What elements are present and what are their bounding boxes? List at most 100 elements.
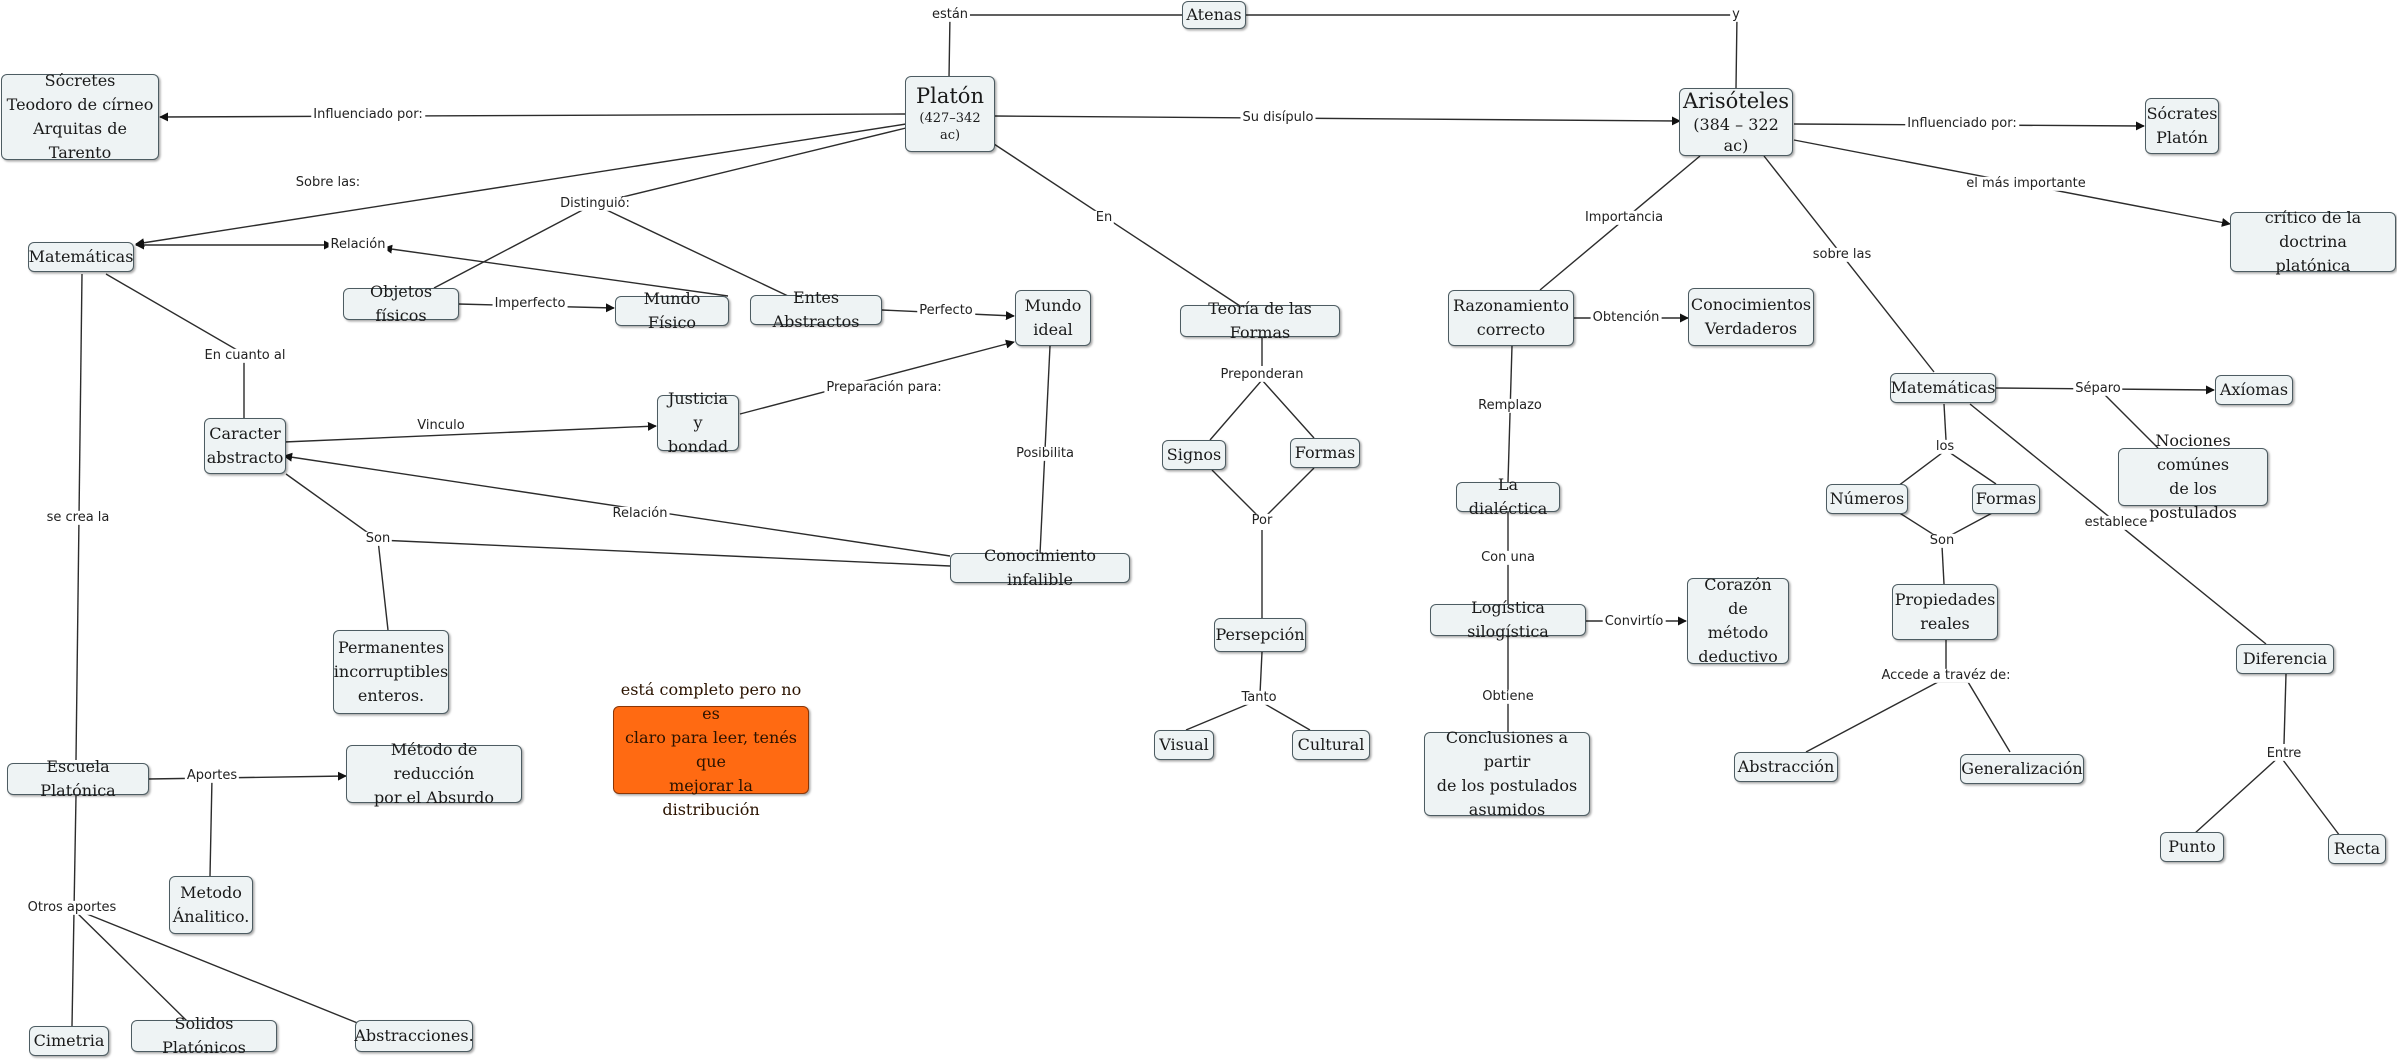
edge-platon-socrates <box>159 112 907 122</box>
edge-accede-abstraccion-generalizacion <box>1805 681 2011 753</box>
edge-platon-atenas <box>948 14 1182 79</box>
link-label-obtiene: Obtiene <box>1480 688 1536 705</box>
node-razonamiento[interactable]: Razonamiento correcto <box>1448 290 1574 346</box>
link-label-importancia: Importancia <box>1582 209 1666 226</box>
node-persepcion[interactable]: Persepción <box>1214 618 1306 652</box>
edge-matematicas-los <box>1943 403 1947 441</box>
node-socrates-right[interactable]: Sócrates Platón <box>2145 98 2219 154</box>
edge-distinguio-entes <box>593 203 789 297</box>
link-label-remplazo: Remplazo <box>1476 397 1544 414</box>
edge-otros-solidos <box>71 907 189 1023</box>
node-logistica[interactable]: Logística silogística <box>1430 598 1586 641</box>
edge-aristoteles-matematicas <box>1763 155 1935 373</box>
edge-conocimiento-caracter <box>283 452 951 557</box>
edge-entre-punto-recta <box>2193 754 2341 837</box>
node-cultural[interactable]: Cultural <box>1292 730 1370 760</box>
node-signos[interactable]: Signos <box>1162 440 1226 470</box>
node-punto[interactable]: Punto <box>2160 832 2224 862</box>
node-recta[interactable]: Recta <box>2328 834 2386 864</box>
node-socrates-left[interactable]: Sócretes Teodoro de círneo Arquitas de T… <box>1 71 159 162</box>
node-aristoteles-dates: (384 – 322 ac) <box>1693 114 1779 155</box>
edge-mundo-fisico-relacion <box>383 244 729 297</box>
node-matematicas-right[interactable]: Matemáticas <box>1890 373 1996 403</box>
edge-platon-aristoteles <box>993 115 1681 126</box>
link-label-relacion-top: Relación <box>328 236 388 253</box>
node-metodo-analitico[interactable]: Metodo Ánalitico. <box>169 876 253 934</box>
node-aristoteles[interactable]: Arisóteles (384 – 322 ac) <box>1679 88 1793 156</box>
edge-platon-distinguio <box>593 127 907 205</box>
node-numeros[interactable]: Números <box>1826 484 1908 514</box>
node-formas-mid[interactable]: Formas <box>1290 438 1360 468</box>
node-nociones[interactable]: Nociones comúnes de los postulados <box>2118 431 2268 522</box>
edge-son-propiedades <box>1941 545 1945 585</box>
node-justicia[interactable]: Justicia y bondad <box>657 389 739 456</box>
edge-caracter-justicia <box>283 421 657 443</box>
node-diferencia[interactable]: Diferencia <box>2236 644 2334 674</box>
link-label-perfecto: Perfecto <box>917 302 975 319</box>
edge-justicia-mundoideal <box>739 339 1015 415</box>
node-abstracciones[interactable]: Abstracciones. <box>354 1020 474 1052</box>
node-conocimientos-verdaderos[interactable]: Conocimientos Verdaderos <box>1688 288 1814 346</box>
edge-diferencia-entre <box>2283 673 2287 745</box>
edge-distinguio-objetos <box>433 203 595 289</box>
link-label-vinculo: Vinculo <box>415 417 467 434</box>
link-label-entre: Entre <box>2264 745 2304 762</box>
link-label-los: los <box>1933 438 1957 455</box>
node-conocimiento-infalible[interactable]: Conocimiento infalible <box>950 546 1130 589</box>
link-label-el-mas-importante: el más importante <box>1964 175 2088 192</box>
node-visual[interactable]: Visual <box>1154 730 1214 760</box>
node-teoria-formas[interactable]: Teoría de las Formas <box>1180 299 1340 342</box>
link-label-en: En <box>1093 209 1115 226</box>
node-objetos-fisicos[interactable]: Objetos físicos <box>343 282 459 325</box>
node-propiedades[interactable]: Propiedades reales <box>1892 584 1998 640</box>
node-cimetria[interactable]: Cimetria <box>29 1026 109 1056</box>
node-dialectica[interactable]: La dialéctica <box>1456 475 1560 518</box>
node-critico[interactable]: crítico de la doctrina platónica <box>2230 208 2396 275</box>
node-escuela[interactable]: Escuela Platónica <box>7 757 149 800</box>
link-label-establece: establece <box>2082 514 2150 531</box>
node-axiomas[interactable]: Axíomas <box>2215 375 2293 405</box>
edge-platon-teoria <box>993 143 1241 307</box>
node-abstraccion[interactable]: Abstracción <box>1734 752 1838 782</box>
edge-razonamiento-dialectica <box>1507 345 1513 483</box>
link-label-preponderan: Preponderan <box>1218 366 1306 383</box>
link-label-su-discipulo: Su disípulo <box>1240 109 1316 126</box>
node-nota-revision[interactable]: está completo pero no es claro para leer… <box>613 680 809 819</box>
link-label-sobre-las: Sobre las: <box>293 174 363 191</box>
node-caracter[interactable]: Caracter abstracto <box>204 418 286 474</box>
link-label-influenciado-right: Influenciado por: <box>1905 115 2019 132</box>
node-atenas[interactable]: Atenas <box>1182 1 1246 29</box>
link-label-convirtio: Convirtío <box>1602 613 1666 630</box>
link-label-separo: Séparo <box>2073 380 2123 397</box>
node-corazon[interactable]: Corazón de método deductivo <box>1687 575 1789 666</box>
node-mundo-ideal[interactable]: Mundo ideal <box>1015 290 1091 346</box>
node-conclusiones[interactable]: Conclusiones a partir de los postulados … <box>1424 728 1590 819</box>
link-label-distinguio: Distinguió: <box>558 195 632 212</box>
edges-layer <box>71 14 2341 1027</box>
link-label-aportes: Aportes <box>184 767 240 784</box>
node-entes-abstractos[interactable]: Entes Abstractos <box>750 288 882 331</box>
node-solidos[interactable]: Solidos Platónicos <box>131 1014 277 1057</box>
edge-conocimiento-son <box>377 539 951 567</box>
link-label-posibilita: Posibilita <box>1014 445 1076 462</box>
node-platon[interactable]: Platón (427–342 ac) <box>905 76 995 152</box>
edge-los-numeros-formas <box>1897 449 1997 487</box>
link-label-preparacion: Preparación para: <box>824 379 944 396</box>
node-matematicas-left[interactable]: Matemáticas <box>28 242 134 272</box>
link-label-son-right: Son <box>1927 532 1957 549</box>
edge-caracter-son <box>285 473 389 631</box>
node-metodo-reduccion[interactable]: Método de reducción por el Absurdo <box>346 740 522 807</box>
node-platon-name: Platón <box>916 84 984 109</box>
link-label-imperfecto: Imperfecto <box>492 295 568 312</box>
edge-atenas-aristoteles <box>1246 14 1738 89</box>
link-label-accede: Accede a travéz de: <box>1879 667 2013 684</box>
edge-escuela-reduccion <box>147 771 347 781</box>
edge-separo-nociones <box>2099 389 2159 449</box>
node-generalizacion[interactable]: Generalización <box>1960 754 2084 784</box>
node-aristoteles-name: Arisóteles <box>1682 88 1790 113</box>
node-permanentes[interactable]: Permanentes incorruptibles enteros. <box>333 630 449 714</box>
node-formas-right[interactable]: Formas <box>1972 484 2040 514</box>
node-mundo-fisico[interactable]: Mundo Físico <box>615 289 729 332</box>
edge-aportes-analitico <box>209 777 213 877</box>
